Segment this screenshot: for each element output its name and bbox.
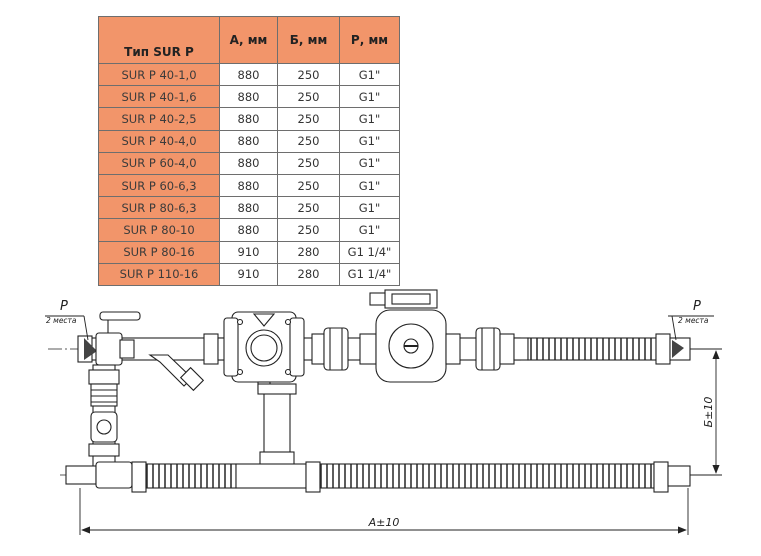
right-port-label: P: [693, 299, 701, 314]
cell-a: 910: [219, 240, 278, 264]
cell-p: G1 1/4": [339, 262, 400, 286]
dim-width-label: А±10: [368, 516, 400, 529]
cell-a: 880: [219, 196, 278, 220]
cell-p: G1 1/4": [339, 240, 400, 264]
cell-type: SUR P 40-1,0: [98, 62, 220, 87]
cell-a: 880: [219, 173, 278, 198]
cell-type: SUR P 80-16: [98, 240, 220, 264]
cell-a: 880: [219, 62, 278, 87]
header-p: Р, мм: [339, 16, 400, 64]
cell-p: G1": [339, 151, 400, 175]
table-header-row: Тип SUR P А, мм Б, мм Р, мм: [98, 16, 400, 64]
cell-b: 250: [277, 85, 340, 109]
cell-type: SUR P 80-10: [98, 218, 220, 242]
cell-b: 250: [277, 196, 340, 220]
cell-type: SUR P 110-16: [98, 262, 220, 286]
cell-b: 250: [277, 107, 340, 131]
cell-p: G1": [339, 129, 400, 153]
cell-b: 250: [277, 129, 340, 153]
right-port-note: 2 места: [678, 316, 709, 325]
left-port-note: 2 места: [46, 316, 77, 325]
cell-a: 880: [219, 85, 278, 109]
dim-height-label: Б±10: [702, 397, 715, 428]
cell-p: G1": [339, 196, 400, 220]
cell-p: G1": [339, 218, 400, 242]
left-port-label: P: [60, 299, 68, 314]
header-type: Тип SUR P: [98, 16, 220, 64]
cell-a: 880: [219, 151, 278, 175]
cell-b: 250: [277, 62, 340, 87]
spec-table: Тип SUR P А, мм Б, мм Р, мм SUR P 40-1,0…: [98, 16, 400, 286]
union-nut-right: [475, 327, 501, 371]
cell-type: SUR P 60-4,0: [98, 151, 220, 175]
cell-b: 280: [277, 262, 340, 286]
cell-type: SUR P 40-2,5: [98, 107, 220, 131]
cell-p: G1": [339, 173, 400, 198]
cell-p: G1": [339, 85, 400, 109]
cell-type: SUR P 40-4,0: [98, 129, 220, 153]
union-nut-left: [323, 327, 349, 371]
cell-a: 880: [219, 129, 278, 153]
lower-right-corrugated-hose: [319, 463, 655, 489]
upper-corrugated-hose: [527, 337, 657, 361]
cell-p: G1": [339, 62, 400, 87]
upper-ball-valve: [95, 332, 123, 366]
cell-type: SUR P 40-1,6: [98, 85, 220, 109]
cell-a: 910: [219, 262, 278, 286]
mixing-down-pipe: [263, 389, 291, 457]
lower-pipe: [235, 463, 307, 489]
lower-left-corrugated-hose: [145, 463, 237, 489]
cell-type: SUR P 60-6,3: [98, 173, 220, 198]
cell-a: 880: [219, 218, 278, 242]
